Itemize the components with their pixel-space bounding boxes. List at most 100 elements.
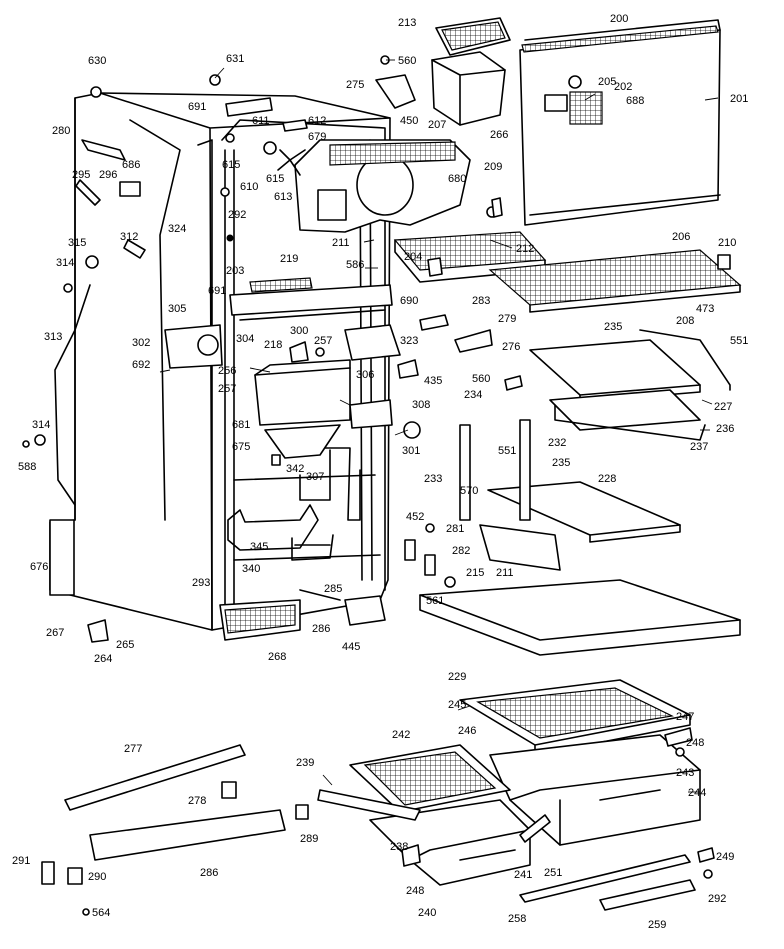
part-label: 235 (552, 457, 570, 469)
part-label: 452 (406, 511, 424, 523)
part-label: 219 (280, 253, 298, 265)
part-label: 215 (466, 567, 484, 579)
part-label: 264 (94, 653, 112, 665)
part-label: 289 (300, 833, 318, 845)
ice-tray-bucket (431, 17, 511, 126)
part-label: 238 (390, 841, 408, 853)
part-label: 211 (496, 567, 514, 579)
part-label: 688 (626, 95, 644, 107)
part-label: 680 (448, 173, 466, 185)
part-label: 241 (514, 869, 532, 881)
part-label: 675 (232, 441, 250, 453)
part-label: 208 (676, 315, 694, 327)
wire-shelf-upper (488, 249, 742, 313)
part-label: 293 (192, 577, 210, 589)
part-label: 275 (346, 79, 364, 91)
part-label: 248 (406, 885, 424, 897)
part-label: 233 (424, 473, 442, 485)
part-label: 304 (236, 333, 254, 345)
part-label: 234 (464, 389, 482, 401)
part-label: 691 (188, 101, 206, 113)
part-label: 244 (688, 787, 706, 799)
part-label: 280 (52, 125, 70, 137)
part-label: 248 (686, 737, 704, 749)
evaporator-cover (294, 139, 471, 233)
part-label: 235 (604, 321, 622, 333)
part-label: 246 (458, 725, 476, 737)
part-label: 240 (418, 907, 436, 919)
leader-lines (159, 59, 719, 793)
part-labels: 630 631 691 611 612 679 615 610 615 613 … (12, 13, 748, 931)
part-label: 570 (460, 485, 478, 497)
part-label: 229 (448, 671, 466, 683)
part-label: 560 (398, 55, 416, 67)
glass-shelves (419, 329, 741, 656)
bottom-rails (41, 744, 696, 911)
part-label: 615 (266, 173, 284, 185)
part-label: 314 (56, 257, 74, 269)
part-label: 324 (168, 223, 186, 235)
part-label: 232 (548, 437, 566, 449)
part-label: 251 (544, 867, 562, 879)
part-label: 257 (218, 383, 236, 395)
part-label: 210 (718, 237, 736, 249)
part-label: 277 (124, 743, 142, 755)
part-label: 209 (484, 161, 502, 173)
part-label: 307 (306, 471, 324, 483)
part-label: 340 (242, 563, 260, 575)
part-label: 301 (402, 445, 420, 457)
part-label: 296 (99, 169, 117, 181)
part-label: 445 (342, 641, 360, 653)
part-label: 323 (400, 335, 418, 347)
part-label: 306 (356, 369, 374, 381)
part-label: 205 (598, 76, 616, 88)
part-label: 686 (122, 159, 140, 171)
part-label: 292 (228, 209, 246, 221)
part-label: 692 (132, 359, 150, 371)
part-label: 247 (676, 711, 694, 723)
part-label: 279 (498, 313, 516, 325)
part-label: 204 (404, 251, 422, 263)
part-label: 265 (116, 639, 134, 651)
part-label: 268 (268, 651, 286, 663)
small-hardware (22, 55, 731, 916)
part-label: 312 (120, 231, 138, 243)
part-label: 267 (46, 627, 64, 639)
part-label: 283 (472, 295, 490, 307)
part-label: 676 (30, 561, 48, 573)
part-label: 242 (392, 729, 410, 741)
part-label: 342 (286, 463, 304, 475)
part-label: 290 (88, 871, 106, 883)
part-label: 249 (716, 851, 734, 863)
part-label: 435 (424, 375, 442, 387)
part-label: 203 (226, 265, 244, 277)
part-label: 345 (250, 541, 268, 553)
part-label: 305 (168, 303, 186, 315)
part-label: 257 (314, 335, 332, 347)
part-label: 237 (690, 441, 708, 453)
part-label: 218 (264, 339, 282, 351)
part-label: 282 (452, 545, 470, 557)
part-label: 313 (44, 331, 62, 343)
part-label: 586 (346, 259, 364, 271)
part-label: 211 (332, 237, 350, 249)
part-label: 285 (324, 583, 342, 595)
part-label: 561 (426, 595, 444, 607)
part-label: 615 (222, 159, 240, 171)
part-label: 239 (296, 757, 314, 769)
part-label: 631 (226, 53, 244, 65)
part-label: 256 (218, 365, 236, 377)
part-label: 227 (714, 401, 732, 413)
part-label: 564 (92, 907, 110, 919)
crisper-cover-left (349, 744, 511, 813)
part-label: 243 (676, 767, 694, 779)
part-label: 679 (308, 131, 326, 143)
part-label: 551 (730, 335, 748, 347)
part-label: 560 (472, 373, 490, 385)
part-label: 266 (490, 129, 508, 141)
part-label: 201 (730, 93, 748, 105)
part-label: 302 (132, 337, 150, 349)
part-label: 212 (516, 243, 534, 255)
